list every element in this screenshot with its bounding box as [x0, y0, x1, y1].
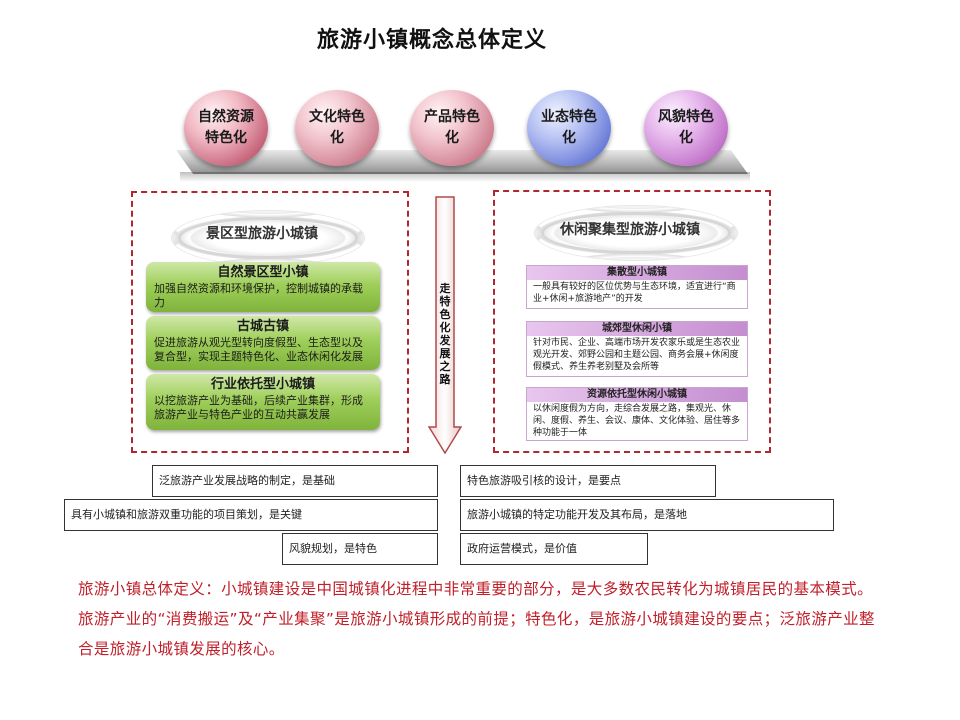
left-panel	[131, 191, 409, 453]
right-item-distribution: 集散型小城镇 一般具有较好的区位优势与生态环境，适宜进行“商业+休闲+旅游地产”…	[526, 265, 748, 309]
item-body: 以休闲度假为方向，走综合发展之路，集观光、休闲、度假、养生、会议、康体、文化体验…	[533, 404, 741, 438]
right-heading-ring	[535, 206, 737, 260]
item-body: 以挖旅游产业为基础，后续产业集群，形成旅游产业与特色产业的互动共赢发展	[154, 394, 363, 421]
box-style-planning: 风貌规划，是特色	[282, 533, 438, 565]
ball-product: 产品特色化	[410, 90, 494, 166]
right-item-resource-based: 资源依托型休闲小城镇 以休闲度假为方向，走综合发展之路，集观光、休闲、度假、养生…	[526, 387, 748, 441]
left-item-ancient-town: 古城古镇 促进旅游从观光型转向度假型、生态型以及复合型，实现主题特色化、业态休闲…	[146, 316, 380, 370]
ball-natural-resources: 自然资源特色化	[184, 90, 268, 166]
item-title: 集散型小城镇	[527, 266, 747, 280]
box-operation-model: 政府运营模式，是价值	[460, 533, 648, 565]
down-arrow-icon	[428, 196, 462, 455]
ball-culture: 文化特色化	[295, 90, 379, 166]
shelf-shadow	[180, 172, 750, 182]
item-title: 古城古镇	[236, 319, 289, 334]
ball-label: 风貌特色化	[658, 109, 714, 146]
left-heading-ring	[172, 211, 364, 265]
ball-label: 产品特色化	[424, 109, 480, 146]
left-panel-heading: 景区型旅游小城镇	[206, 226, 318, 242]
ball-label: 文化特色化	[309, 109, 365, 146]
page-title: 旅游小镇概念总体定义	[316, 28, 547, 53]
item-body: 加强自然资源和环境保护，控制城镇的承载力	[154, 282, 363, 309]
item-title: 自然景区型小镇	[217, 265, 309, 280]
ball-style: 风貌特色化	[644, 90, 728, 166]
right-panel	[493, 190, 771, 453]
item-body: 针对市民、企业、高端市场开发农家乐或是生态农业观光开发、郊野公园和主题公园、商务…	[533, 338, 741, 372]
box-function-layout: 旅游小城镇的特定功能开发及其布局，是落地	[460, 499, 834, 531]
right-item-suburban: 城郊型休闲小镇 针对市民、企业、高端市场开发农家乐或是生态农业观光开发、郊野公园…	[526, 321, 748, 377]
left-item-natural-scenic: 自然景区型小镇 加强自然资源和环境保护，控制城镇的承载力	[146, 262, 380, 312]
item-title: 行业依托型小城镇	[210, 377, 315, 392]
summary-text: 旅游小镇总体定义：小城镇建设是中国城镇化进程中非常重要的部分，是大多数农民转化为…	[78, 580, 875, 658]
item-body: 一般具有较好的区位优势与生态环境，适宜进行“商业+休闲+旅游地产”的开发	[533, 282, 736, 304]
right-panel-heading: 休闲聚集型旅游小城镇	[560, 222, 700, 238]
item-body: 促进旅游从观光型转向度假型、生态型以及复合型，实现主题特色化、业态休闲化发展	[154, 336, 363, 363]
left-item-industry-based: 行业依托型小城镇 以挖旅游产业为基础，后续产业集群，形成旅游产业与特色产业的互动…	[146, 374, 380, 430]
ball-business: 业态特色化	[527, 90, 611, 166]
ball-label: 自然资源特色化	[198, 109, 254, 146]
item-title: 城郊型休闲小镇	[527, 322, 747, 336]
arrow-label: 走特色化发展之路	[439, 282, 451, 386]
ball-label: 业态特色化	[541, 109, 597, 146]
box-strategy: 泛旅游产业发展战略的制定，是基础	[152, 465, 438, 497]
box-project-planning: 具有小城镇和旅游双重功能的项目策划，是关键	[64, 499, 438, 531]
box-attraction-core: 特色旅游吸引核的设计，是要点	[460, 465, 716, 497]
item-title: 资源依托型休闲小城镇	[527, 388, 747, 402]
